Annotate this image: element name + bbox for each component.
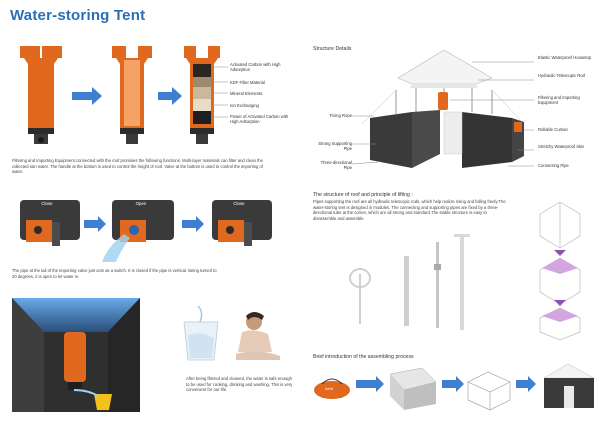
structure-title: Structure Details <box>313 46 352 52</box>
filter-label-kdf: KDF Filter Material <box>230 80 265 85</box>
filter-label-activated-carbon: Activated Carbon with High Adsorption <box>230 62 281 72</box>
assembly-process-strip <box>314 363 595 411</box>
label-fixing-rope: Fixing Rope <box>329 113 352 118</box>
frame-assembly-steps <box>539 201 581 340</box>
valve-state-label: Close <box>41 201 53 206</box>
label-stretchy-skin: Stretchy Waterproof Skin <box>538 144 585 149</box>
roof-structure-title: The structure of roof and principle of l… <box>313 192 413 198</box>
roof-structure-description: Pipes supporting the roof are all hydrau… <box>313 199 506 221</box>
arrow-right-icon <box>516 376 536 392</box>
frame-step <box>467 371 511 411</box>
water-glass-photo <box>183 306 219 361</box>
assembly-title: Brief introduction of the assembling pro… <box>313 354 414 360</box>
drinking-description: After being filtered and cleaned, the wa… <box>186 376 293 393</box>
arrow-right-icon <box>72 87 102 105</box>
valve-close-2 <box>212 200 272 246</box>
arrow-down-icon <box>554 300 566 306</box>
bag-label: Aerik <box>325 387 334 391</box>
bag-step <box>314 378 350 399</box>
label-filtering-equipment: Filtering and Importing Equipment <box>538 95 580 105</box>
filter-label-ion: Ion Exchanging <box>230 103 259 108</box>
arrow-right-icon <box>182 216 204 232</box>
arrow-right-icon <box>356 376 384 392</box>
filter-description: Filtering and Importing Equipment connec… <box>12 158 264 175</box>
tent-structure-illustration <box>351 50 534 168</box>
label-supporting-pipe: Strong Supporting Pipe <box>318 141 352 151</box>
label-elastic-housetop: Elastic Waterproof Housetop <box>538 55 592 60</box>
pipe-components <box>349 234 470 330</box>
filter-device-closed <box>20 46 62 144</box>
arrow-right-icon <box>158 87 182 105</box>
label-telescopic-rod: Hydraulic Telescopic Rod <box>538 73 585 78</box>
filter-device-layers <box>184 46 220 144</box>
filter-device-cutaway <box>112 46 152 144</box>
finished-tent-step <box>542 363 595 408</box>
valve-description: The pipe at the tail of the importing va… <box>12 268 217 279</box>
label-rollable-curtain: Rollable Curtain <box>538 127 568 132</box>
valve-close-1 <box>20 200 80 246</box>
woman-washing-photo <box>236 312 280 360</box>
valve-illustration <box>20 200 272 262</box>
valve-state-label: Open <box>135 201 147 206</box>
filter-label-power-carbon: Power of Activated Carbon with High Adso… <box>230 114 289 124</box>
valve-open <box>102 200 174 262</box>
filter-illustration <box>20 46 228 144</box>
arrow-right-icon <box>442 376 464 392</box>
page-title: Water-storing Tent <box>10 7 146 24</box>
arrow-right-icon <box>84 216 106 232</box>
label-connecting-pipe: Connecting Pipe <box>538 163 569 168</box>
label-three-directional-pipe: Three-directional Pipe <box>320 160 352 170</box>
arrow-down-icon <box>554 250 566 256</box>
tent-interior-photo <box>12 298 140 412</box>
parts-step <box>389 367 437 410</box>
filter-label-mineral: Mineral Elements <box>230 91 263 96</box>
valve-state-label: Close <box>233 201 245 206</box>
